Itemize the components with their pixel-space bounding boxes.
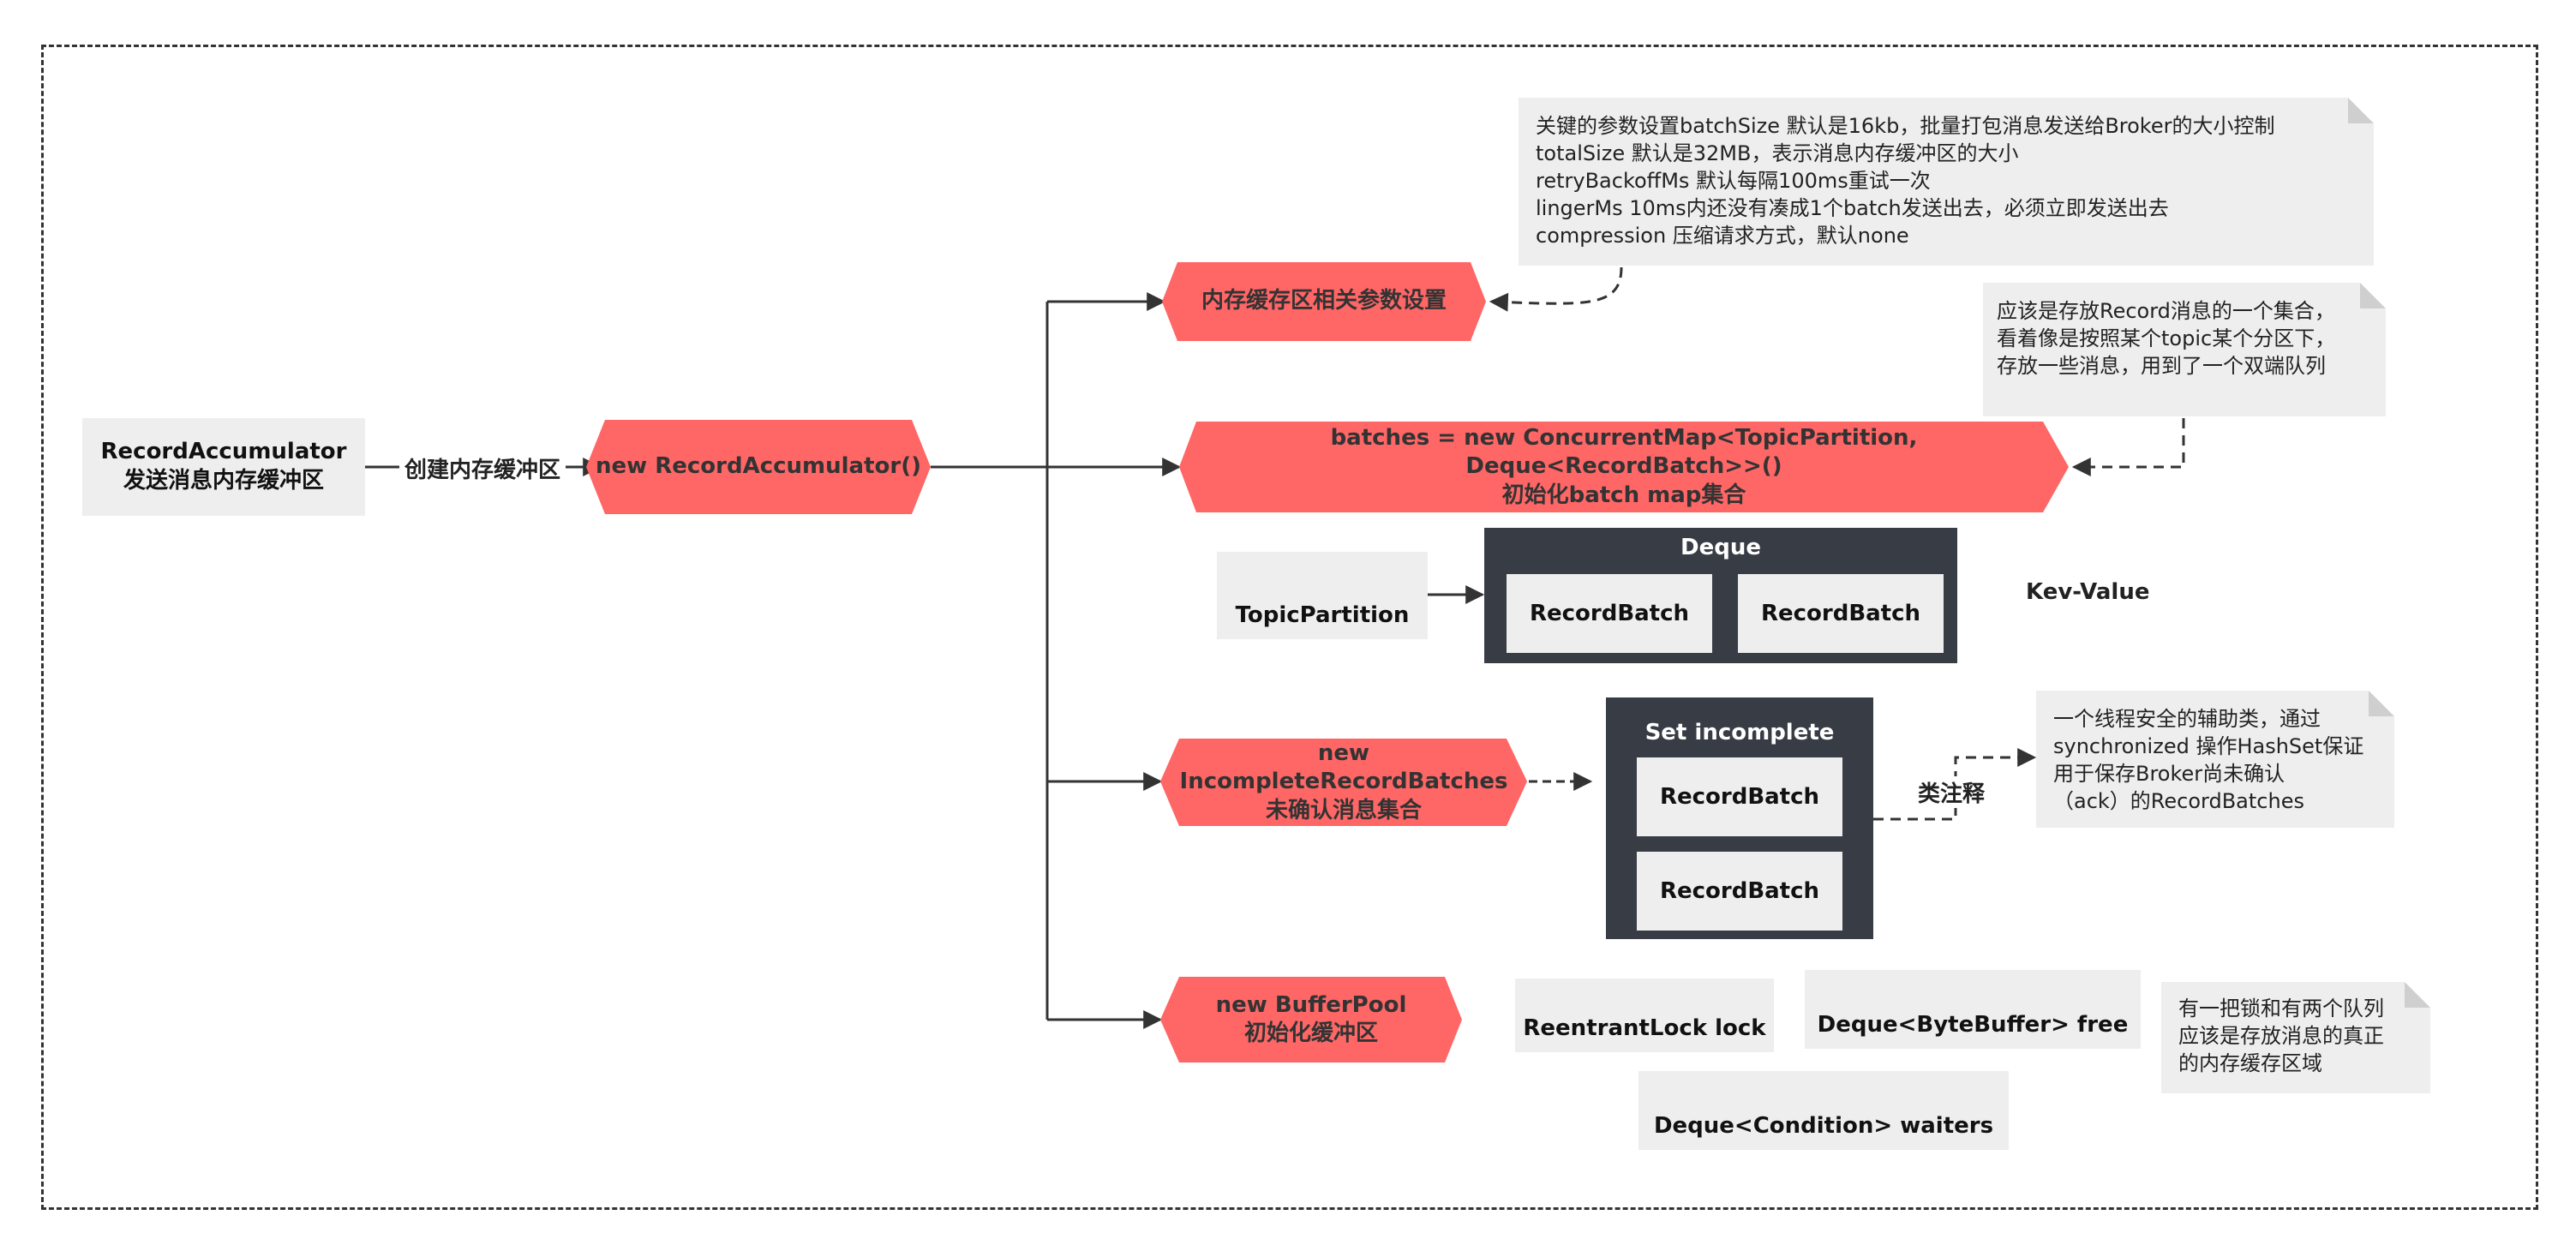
note-params: 关键的参数设置batchSize 默认是16kb，批量打包消息发送给Broker… [1519,98,2374,266]
note-fold-icon [2360,283,2386,308]
edge-label-class-comment: 类注释 [1913,776,1991,808]
note-buffer-pool-line: 应该是存放消息的真正 [2178,1023,2384,1048]
set-item: RecordBatch [1637,852,1842,931]
hex-new-accumulator-shape [586,420,931,514]
note-batches-line: 存放一些消息，用到了一个双端队列 [1997,353,2326,378]
node-batches: batches = new ConcurrentMap<TopicPartiti… [1179,422,2069,512]
note-incomplete-line: synchronized 操作HashSet保证 [2053,733,2364,758]
node-set-incomplete-title: Set incomplete [1644,720,1835,745]
node-waiters-deque: Deque<Condition> waiters [1638,1071,2009,1150]
node-buffer-pool-line2: 初始化缓冲区 [1243,1021,1378,1046]
node-buffer-pool-line1: new BufferPool [1215,991,1407,1018]
node-reentrant-lock: ReentrantLock lock [1515,979,1774,1052]
node-free-deque: Deque<ByteBuffer> free [1805,970,2141,1049]
note-params-line: retryBackoffMs 默认每隔100ms重试一次 [1536,168,1931,193]
note-buffer-pool: 有一把锁和有两个队列 应该是存放消息的真正 的内存缓存区域 [2161,982,2430,1093]
node-set-incomplete: Set incomplete RecordBatch RecordBatch [1606,697,1873,939]
set-item: RecordBatch [1637,757,1842,836]
note-fold-icon [2348,98,2374,123]
note-params-line: totalSize 默认是32MB，表示消息内存缓冲区的大小 [1536,141,2019,165]
node-mem-params-label: 内存缓存区相关参数设置 [1201,288,1447,314]
note-incomplete-line: 用于保存Broker尚未确认 [2053,761,2285,786]
node-new-accumulator-label: new RecordAccumulator() [596,453,921,480]
node-record-accumulator: RecordAccumulator 发送消息内存缓冲区 [82,418,365,516]
node-deque-title: Deque [1680,535,1761,560]
edge-batches-note [2071,418,2185,476]
note-incomplete-line: 一个线程安全的辅助类，通过 [2053,707,2321,731]
node-incomplete-line2: IncompleteRecordBatches [1179,769,1508,795]
note-fold-icon [2405,982,2430,1008]
node-incomplete-line3: 未确认消息集合 [1265,797,1422,823]
note-buffer-pool-line: 有一把锁和有两个队列 [2178,997,2384,1021]
node-record-accumulator-line1: RecordAccumulator [100,439,347,465]
note-params-line: 关键的参数设置batchSize 默认是16kb，批量打包消息发送给Broker… [1536,114,2275,138]
node-record-accumulator-line2: 发送消息内存缓冲区 [123,468,324,494]
node-deque: Deque RecordBatch RecordBatch [1484,528,1957,663]
note-buffer-pool-line: 的内存缓存区域 [2178,1050,2322,1075]
note-incomplete-line: （ack）的RecordBatches [2053,788,2304,813]
node-buffer-pool: new BufferPool 初始化缓冲区 [1160,977,1462,1062]
node-batches-line1: batches = new ConcurrentMap<TopicPartiti… [1330,425,1918,480]
hex-mem-params-shape [1162,262,1486,341]
node-reentrant-lock-label: ReentrantLock lock [1523,1015,1766,1042]
note-batches: 应该是存放Record消息的一个集合， 看着像是按照某个topic某个分区下， … [1983,283,2386,416]
node-batches-line2: 初始化batch map集合 [1501,482,1746,508]
deque-item: RecordBatch [1738,574,1944,653]
hex-batches-shape [1179,422,2069,512]
label-kev-value: Kev-Value [2022,579,2154,605]
note-params-line: compression 压缩请求方式，默认none [1536,223,1909,248]
note-params-line: lingerMs 10ms内还没有凑成1个batch发送出去，必须立即发送出去 [1536,195,2169,220]
node-waiters-deque-label: Deque<Condition> waiters [1653,1113,1994,1140]
node-new-accumulator: new RecordAccumulator() [586,420,931,514]
note-fold-icon [2369,691,2394,716]
note-batches-line: 看着像是按照某个topic某个分区下， [1997,326,2336,350]
hex-buffer-pool-shape [1160,977,1462,1062]
node-incomplete: new IncompleteRecordBatches 未确认消息集合 [1160,739,1527,826]
note-batches-line: 应该是存放Record消息的一个集合， [1997,299,2335,323]
node-topic-partition-label: TopicPartition [1235,602,1410,629]
node-free-deque-label: Deque<ByteBuffer> free [1817,1012,2129,1039]
node-incomplete-line1: new [1317,740,1370,767]
deque-item: RecordBatch [1507,574,1712,653]
hex-incomplete-shape [1160,739,1527,826]
note-incomplete: 一个线程安全的辅助类，通过 synchronized 操作HashSet保证 用… [2036,691,2394,828]
edge-label-create-buffer: 创建内存缓冲区 [399,452,566,484]
node-mem-params: 内存缓存区相关参数设置 [1162,262,1486,341]
node-topic-partition: TopicPartition [1217,552,1428,639]
outer-frame [41,45,2538,1210]
